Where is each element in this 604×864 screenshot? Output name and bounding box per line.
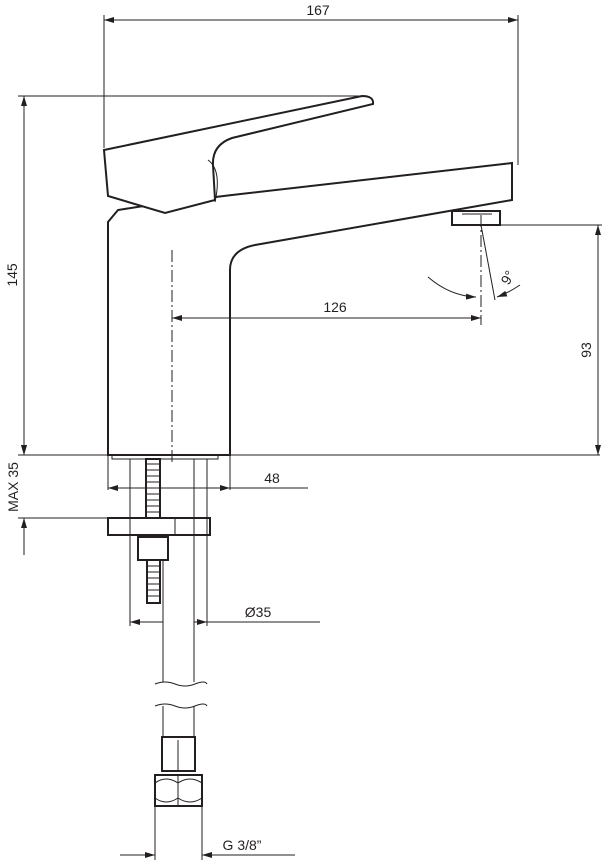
dimension-lines: [18, 15, 602, 860]
lever-handle: [102, 94, 375, 215]
dim-spout-height: 93: [578, 342, 594, 358]
dim-spout-angle: 9°: [497, 268, 518, 288]
dim-overall-length: 167: [306, 2, 330, 18]
dim-connection-thread: G 3/8”: [223, 837, 262, 853]
mounting-set: [107, 454, 219, 807]
washer: [107, 517, 211, 536]
dim-spout-reach: 126: [323, 299, 347, 315]
dim-hole-diameter: Ø35: [245, 604, 272, 620]
dim-overall-height: 145: [4, 263, 20, 287]
faucet-body: [107, 161, 513, 456]
nut: [137, 536, 169, 561]
dim-body-width: 48: [264, 470, 280, 486]
dim-max-deck-thickness: MAX 35: [5, 462, 21, 512]
aerator: [451, 210, 501, 226]
